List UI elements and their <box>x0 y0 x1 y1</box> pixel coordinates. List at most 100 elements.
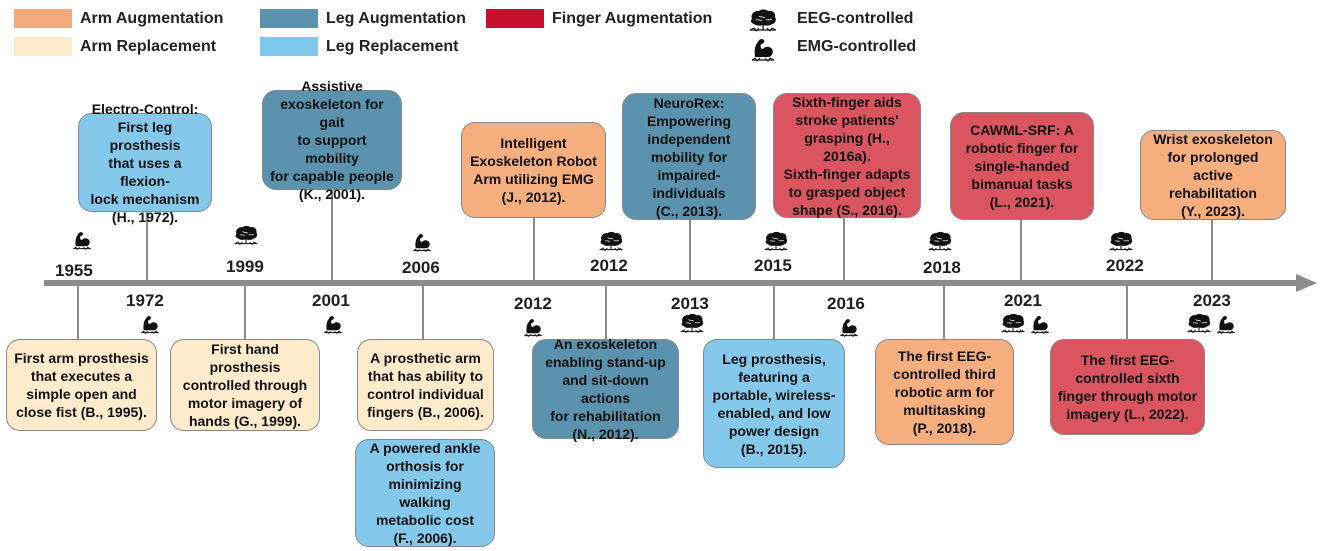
brain-icon <box>748 8 778 32</box>
event-card-line: independent <box>647 130 731 147</box>
year-label: 1955 <box>55 261 93 280</box>
event-card-line: First leg prosthesis <box>109 118 181 153</box>
event-card: The first EEG-controlled third robotic ar… <box>875 339 1014 445</box>
event-card-line: impaired-individuals <box>652 166 726 201</box>
event-card-line: portable, wireless- <box>712 386 836 403</box>
event-card-line: imagery (L., 2022). <box>1066 406 1189 422</box>
legend-label-arm-augmentation: Arm Augmentation <box>80 10 224 27</box>
event-card-line: Leg prosthesis, <box>722 350 826 367</box>
event-card-line: to support mobility <box>297 132 367 166</box>
connector <box>605 283 607 339</box>
year-label: 2012 <box>514 294 552 313</box>
event-card-line: (Y., 2023). <box>1181 203 1245 219</box>
connector <box>146 212 148 283</box>
event-card-line: (L., 2021). <box>989 194 1055 210</box>
event-card-line: (N., 2012). <box>572 426 639 442</box>
event-card-line: single-handed <box>974 158 1070 174</box>
event-card-line: robotic finger for <box>965 140 1079 156</box>
brain-icon <box>679 312 705 334</box>
event-card-line: bimanual tasks <box>971 176 1073 192</box>
flexed-arm-icon <box>137 313 163 335</box>
event-card-line: multitasking <box>903 402 986 418</box>
event-card-line: enabled, and low <box>717 404 831 421</box>
event-card-line: First hand prosthesis <box>209 341 281 375</box>
event-card-line: Sixth-finger adapts <box>783 165 911 182</box>
event-card-line: Sixth-finger aids <box>792 93 902 110</box>
year-label: 1999 <box>226 257 264 276</box>
event-card-line: First arm prosthesis <box>14 350 149 366</box>
event-card-line: CAWML-SRF: A <box>970 122 1074 138</box>
event-card-line: featuring a <box>738 368 810 385</box>
event-card-line: enabling stand-up <box>545 354 666 370</box>
year-label: 2013 <box>671 294 709 313</box>
event-card-text: A powered ankle orthosis for minimizing wa… <box>362 439 488 547</box>
flexed-arm-icon <box>1213 313 1239 335</box>
event-card-line: (H., 1972). <box>111 208 179 225</box>
event-card-line: motor imagery of <box>187 395 303 411</box>
connector <box>1211 220 1213 283</box>
brain-icon <box>927 230 953 252</box>
brain-icon <box>233 224 259 246</box>
event-card-line: robotic arm for <box>894 384 995 400</box>
year-label: 2023 <box>1193 291 1231 310</box>
connector <box>422 283 424 339</box>
event-card-line: controlled third <box>893 366 996 382</box>
event-card-line: for prolonged active <box>1167 149 1259 183</box>
event-card-line: fingers (B., 2006). <box>367 404 484 420</box>
event-card-line: close fist (B., 1995). <box>16 404 147 420</box>
year-label: 2006 <box>402 258 440 277</box>
flexed-arm-icon <box>520 316 546 338</box>
event-card-line: An exoskeleton <box>553 336 658 352</box>
event-card-line: for rehabilitation <box>550 408 661 424</box>
event-card-line: The first EEG- <box>1080 352 1175 368</box>
event-card-line: that has ability to <box>367 368 484 384</box>
event-card-line: minimizing walking <box>388 476 462 510</box>
event-card-line: Electro-Control: <box>91 100 199 117</box>
connector <box>77 283 79 339</box>
flexed-arm-icon <box>836 316 862 338</box>
event-card-line: A powered ankle <box>369 440 481 456</box>
event-card-line: control individual <box>367 386 484 402</box>
legend-swatch-leg-augmentation <box>260 9 318 28</box>
connector <box>1126 283 1128 339</box>
legend-swatch-arm-replacement <box>14 37 72 56</box>
connector <box>533 218 535 283</box>
legend-label-finger-augmentation: Finger Augmentation <box>552 10 713 27</box>
legend-label-eeg-controlled: EEG-controlled <box>797 10 914 27</box>
event-card-text: The first EEG-controlled third robotic ar… <box>893 347 996 437</box>
event-card: Wrist exoskeleton for prolonged active reh… <box>1140 130 1286 220</box>
legend-label-leg-augmentation: Leg Augmentation <box>326 10 466 27</box>
event-card-line: mobility for <box>650 148 728 165</box>
event-card-line: rehabilitation <box>1169 185 1257 201</box>
connector <box>1020 220 1022 283</box>
event-card-line: shape (S., 2016). <box>792 201 902 218</box>
event-card-line: power design <box>728 422 820 439</box>
connector <box>943 283 945 339</box>
year-label: 2022 <box>1106 256 1144 275</box>
event-card-line: metabolic cost <box>375 512 475 528</box>
event-card-line: The first EEG- <box>897 348 992 364</box>
event-card-line: simple open and <box>26 386 137 402</box>
event-card-line: Wrist exoskeleton <box>1153 131 1273 147</box>
event-card-line: (C., 2013). <box>655 202 723 219</box>
event-card-line: orthosis for <box>386 458 464 474</box>
connector <box>244 283 246 339</box>
legend-label-leg-replacement: Leg Replacement <box>326 38 459 55</box>
event-card-line: grasping (H., 2016a). <box>804 129 890 164</box>
